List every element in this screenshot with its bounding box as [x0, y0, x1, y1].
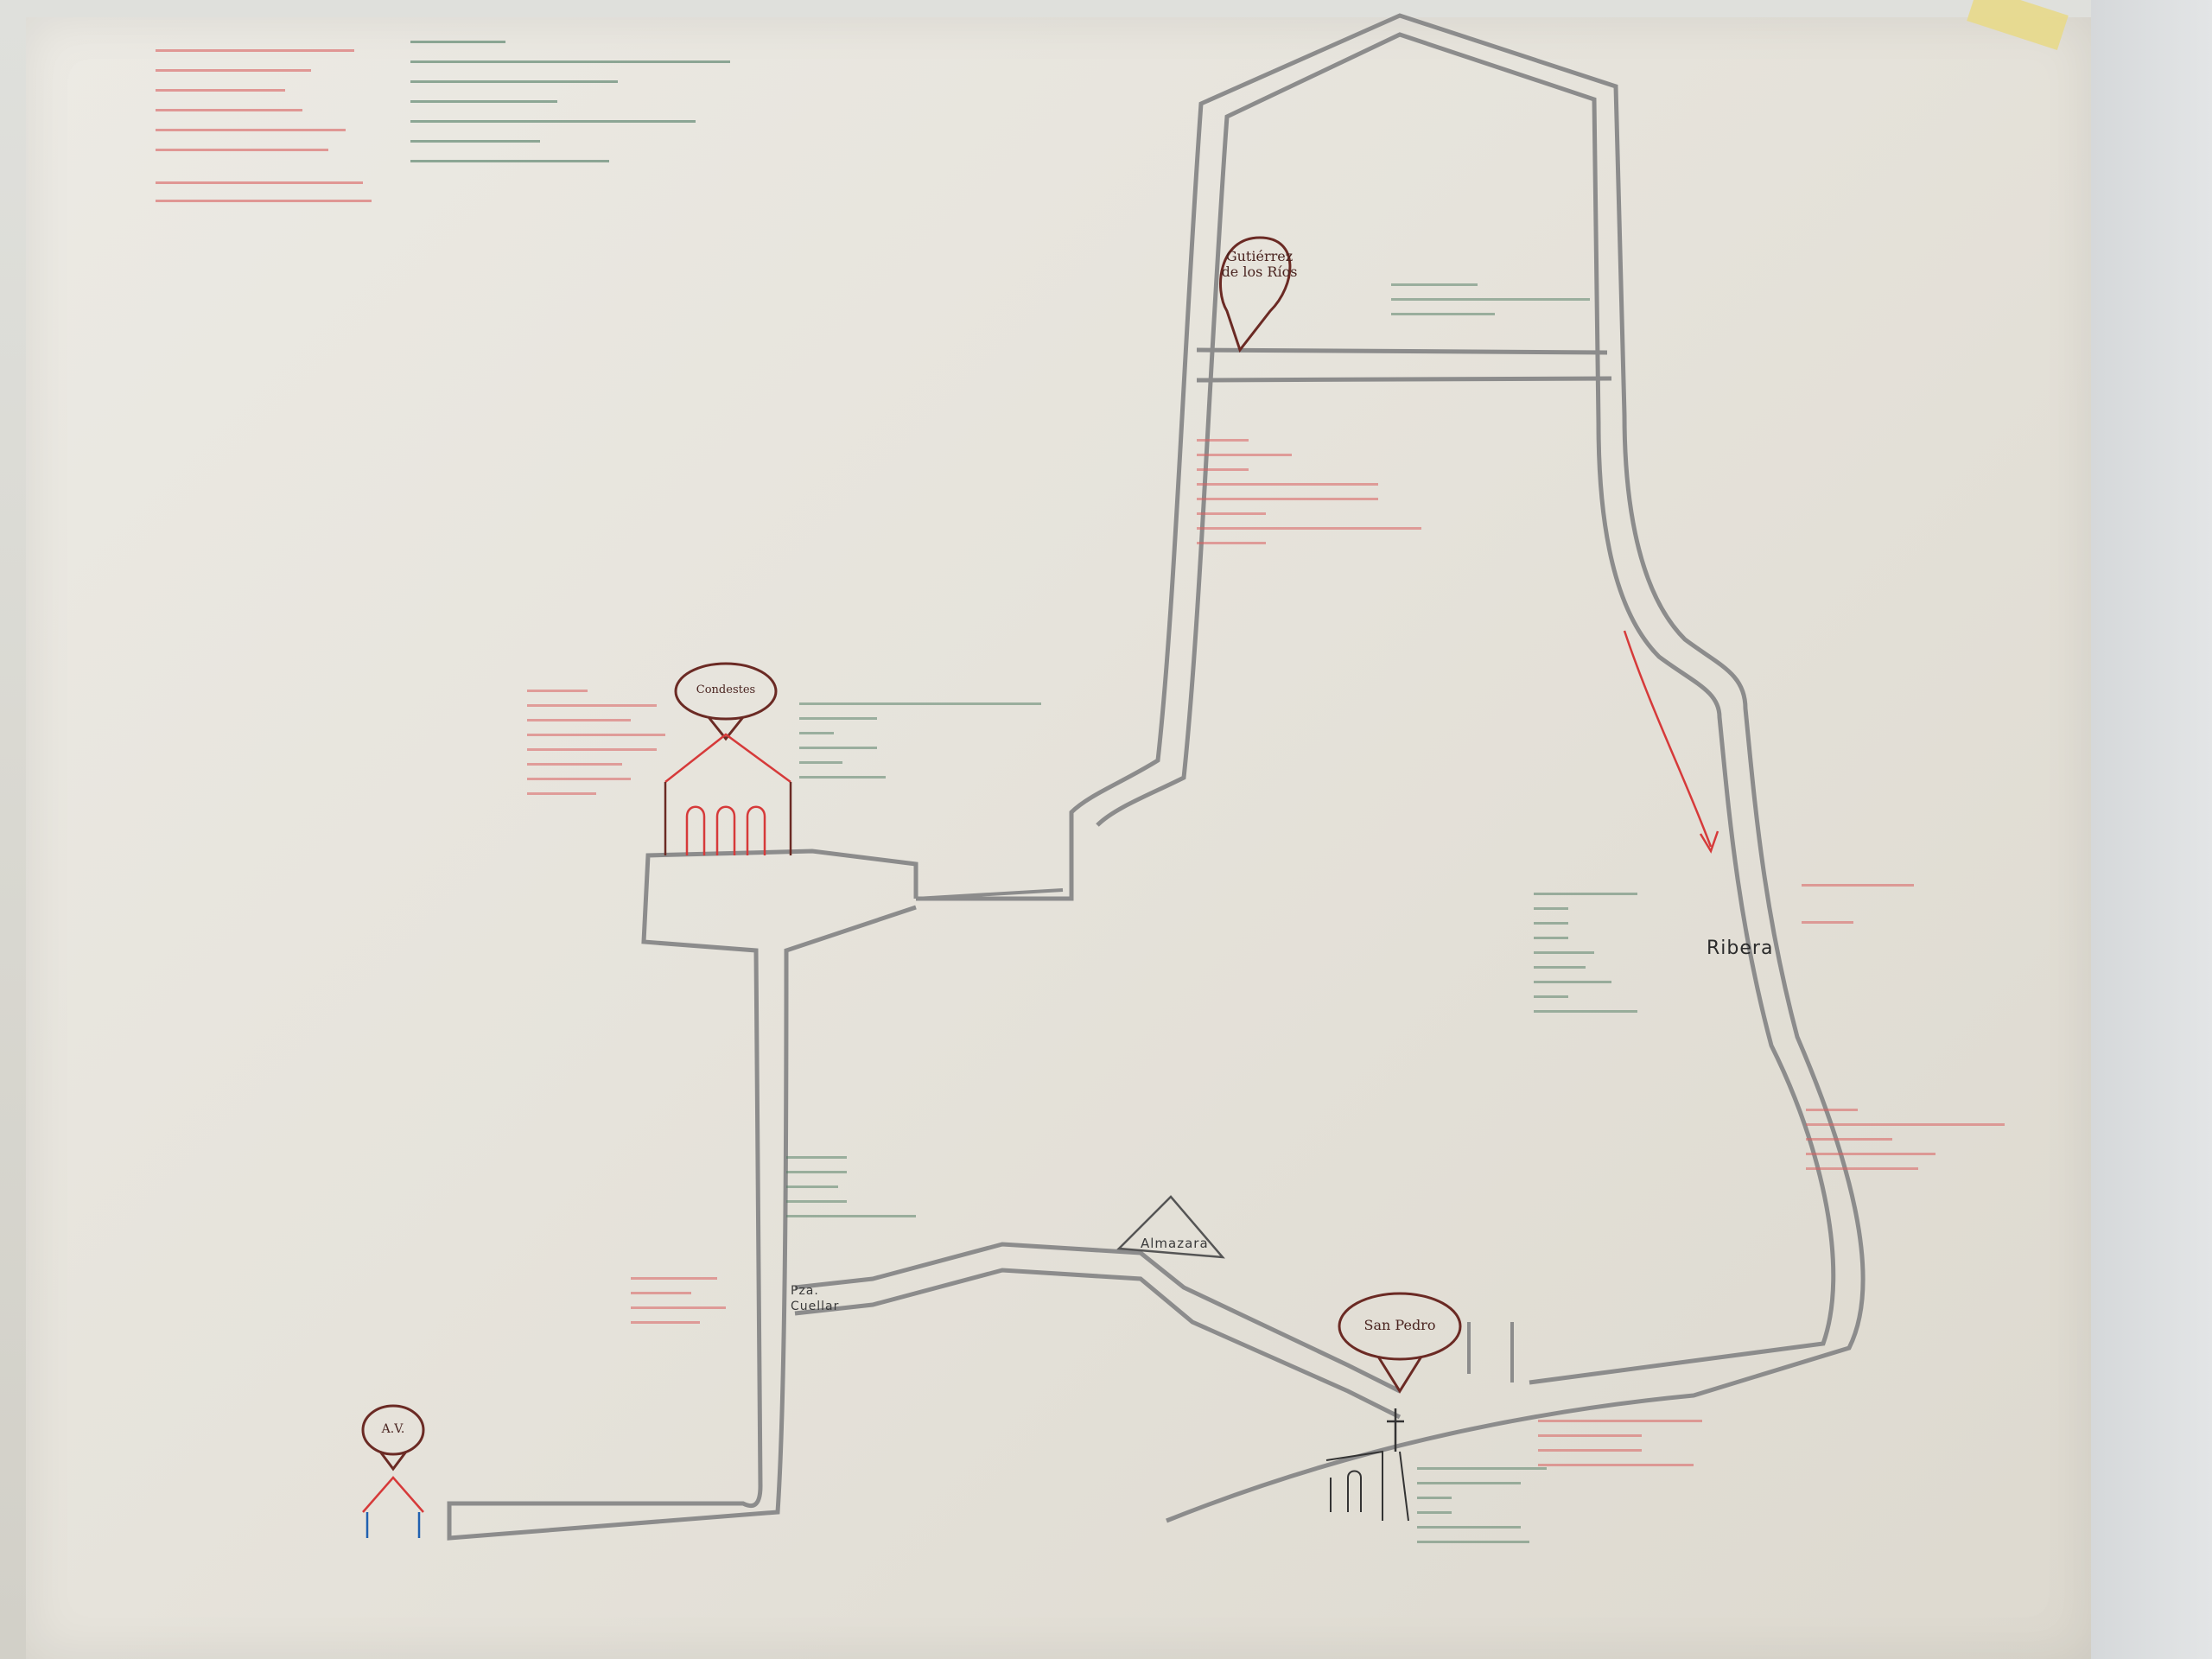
place-pza-cuellar: Pza. Cuellar [791, 1284, 840, 1313]
street-outer [916, 13, 1866, 1523]
scribbles-green-west [786, 1149, 916, 1230]
notes-red-topleft [156, 39, 372, 218]
marker-label-gutierrez: Gutiérrez de los Ríos [1221, 248, 1298, 280]
street-inner [1096, 32, 1836, 1385]
wall [2091, 0, 2212, 1659]
notes-green-top [410, 30, 730, 180]
scribbles-red-east [1802, 877, 1914, 931]
paper-sheet [26, 17, 2091, 1659]
place-ribera: Ribera [1707, 938, 1774, 959]
scribbles-red-east-lower [1806, 1102, 2005, 1182]
scribbles-right-gutierrez [1391, 276, 1590, 327]
scribbles-red-central [1197, 432, 1421, 556]
marker-label-av: A.V. [381, 1422, 405, 1436]
scribbles-green-conde [799, 696, 1041, 791]
scribbles-green-east [1534, 886, 1637, 1025]
marker-label-conde: Condestes [696, 683, 756, 696]
marker-gutierrez [1219, 236, 1292, 353]
scribbles-west [631, 1270, 726, 1336]
scribbles-south [1417, 1460, 1547, 1555]
marker-label-san-pedro: San Pedro [1363, 1317, 1436, 1333]
scribbles-red-south [1538, 1413, 1702, 1478]
place-almazara: Almazara [1141, 1236, 1209, 1251]
scribbles-red-conde [527, 683, 665, 807]
